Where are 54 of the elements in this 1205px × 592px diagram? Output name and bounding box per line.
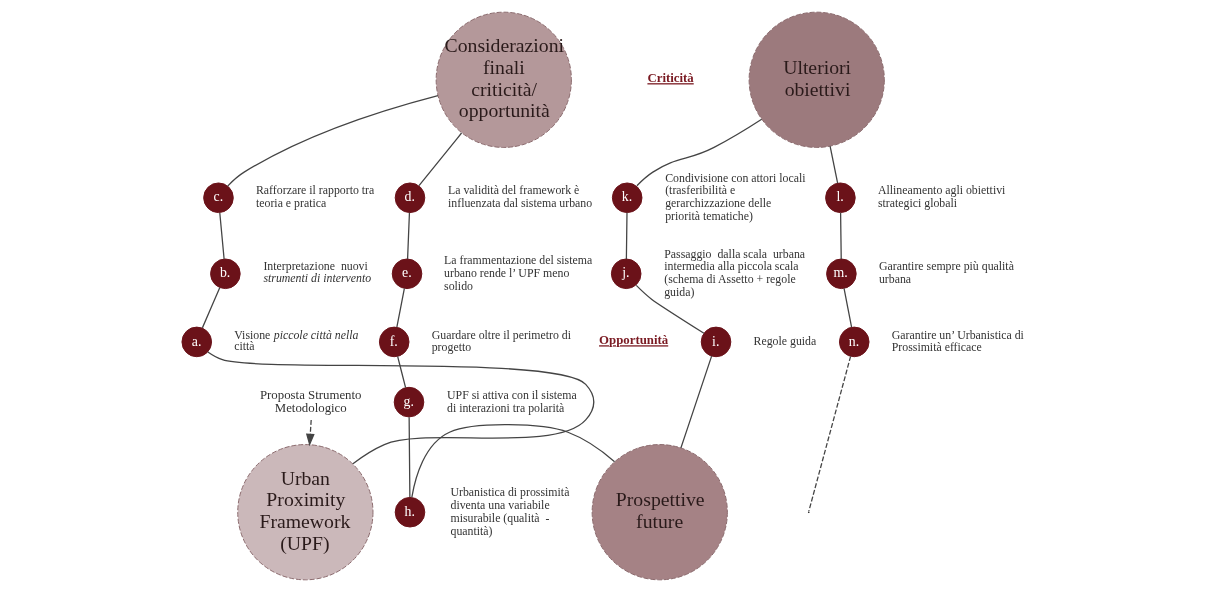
node-label: Visione piccole città nella città xyxy=(234,327,359,354)
node-label: Condivisione con attori locali (trasferibilità e gerarchizzazione delle priorità tematiche) xyxy=(665,170,806,224)
connector xyxy=(839,212,842,260)
node-label: Interpretazione nuovi strumenti di intervento xyxy=(263,259,372,286)
node-circle: j. xyxy=(610,258,642,290)
node-label: Regole guida xyxy=(753,333,817,348)
node-label: Guardare oltre il perimetro di progetto xyxy=(431,327,571,355)
node-circle: m. xyxy=(826,258,857,290)
node-circle: f. xyxy=(378,326,410,358)
node-circle: d. xyxy=(394,182,426,214)
connector xyxy=(396,287,405,328)
node-circle: h. xyxy=(394,496,426,528)
node-circle: Ulteriori obiettivi xyxy=(748,11,885,148)
connector xyxy=(411,424,616,498)
node-circle: l. xyxy=(825,182,856,214)
node-label: La frammentazione del sistema urbano rende l’ UPF meno solido xyxy=(444,253,593,293)
label: Criticità xyxy=(647,71,694,86)
connector xyxy=(808,355,852,512)
connector xyxy=(625,212,628,260)
connector xyxy=(418,132,463,187)
node-label: Urbanistica di prossimità diventa una variabile misurabile (qualità - quantità) xyxy=(450,485,570,538)
node-circle: n. xyxy=(838,326,870,358)
connector xyxy=(408,416,411,498)
connector xyxy=(227,94,439,187)
node-label: Garantire sempre più qualità urbana xyxy=(878,259,1014,287)
label: Opportunità xyxy=(599,333,669,348)
node-circle: Prospettive future xyxy=(591,444,728,581)
node-circle: Urban Proximity Framework (UPF) xyxy=(237,444,374,581)
connector xyxy=(635,284,705,334)
node-circle: b. xyxy=(210,258,241,290)
node-circle: c. xyxy=(203,182,234,214)
node-label: Garantire un’ Urbanistica di Prossimità efficace xyxy=(891,327,1024,355)
connector xyxy=(406,212,411,260)
node-circle: e. xyxy=(391,258,423,290)
node-label: Rafforzare il rapporto tra teoria e pratica xyxy=(255,183,375,211)
node-text: Proposta Strumento Metodologico xyxy=(259,387,362,416)
arrow xyxy=(305,419,315,447)
node-label: La validità del framework è influenzata dal sistema urbano xyxy=(448,183,593,211)
connector xyxy=(397,355,407,389)
node-circle: k. xyxy=(611,182,643,214)
connector xyxy=(680,355,713,449)
node-circle: a. xyxy=(181,326,213,358)
node-circle: i. xyxy=(700,326,732,358)
node-circle: Considerazioni finali criticità/ opportunità xyxy=(435,11,572,148)
connector xyxy=(201,287,221,329)
node-circle: g. xyxy=(393,386,425,418)
connector xyxy=(636,118,763,187)
connector xyxy=(829,145,839,184)
node-label: UPF si attiva con il sistema di interazioni tra polarità xyxy=(447,387,577,415)
connector xyxy=(207,351,595,465)
node-label: Passaggio dalla scala urbana intermedia alla piccola scala (schema di Assetto + regole guida) xyxy=(664,246,806,300)
connector xyxy=(843,287,853,328)
node-label: Allineamento agli obiettivi strategici globali xyxy=(877,183,1006,211)
connector xyxy=(219,212,225,260)
